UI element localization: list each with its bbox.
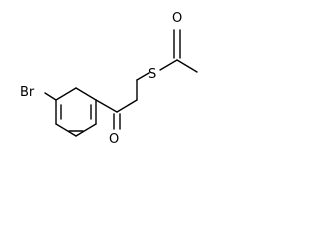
- chemical-structure-diagram: Br O S O: [20, 11, 198, 147]
- ring-bond: [55, 87, 77, 101]
- sulfur-acyl-bond: [159, 59, 178, 71]
- acetyl-methyl-bond: [176, 59, 198, 73]
- ring-bond: [75, 123, 97, 137]
- sulfur-label: S: [148, 67, 156, 82]
- acetyl-oxygen-label: O: [172, 11, 182, 26]
- ring-bond: [55, 123, 77, 137]
- chain-bond: [136, 72, 150, 81]
- bromine-label: Br: [20, 85, 35, 100]
- ring-bond: [75, 87, 97, 101]
- structure-canvas: Br O S O: [0, 0, 221, 173]
- benzene-ring: [55, 87, 97, 137]
- bromine-bond: [44, 92, 57, 101]
- chain-bond: [116, 99, 138, 113]
- aryl-carbonyl-bond: [95, 99, 118, 113]
- ketone-oxygen-label: O: [109, 132, 119, 147]
